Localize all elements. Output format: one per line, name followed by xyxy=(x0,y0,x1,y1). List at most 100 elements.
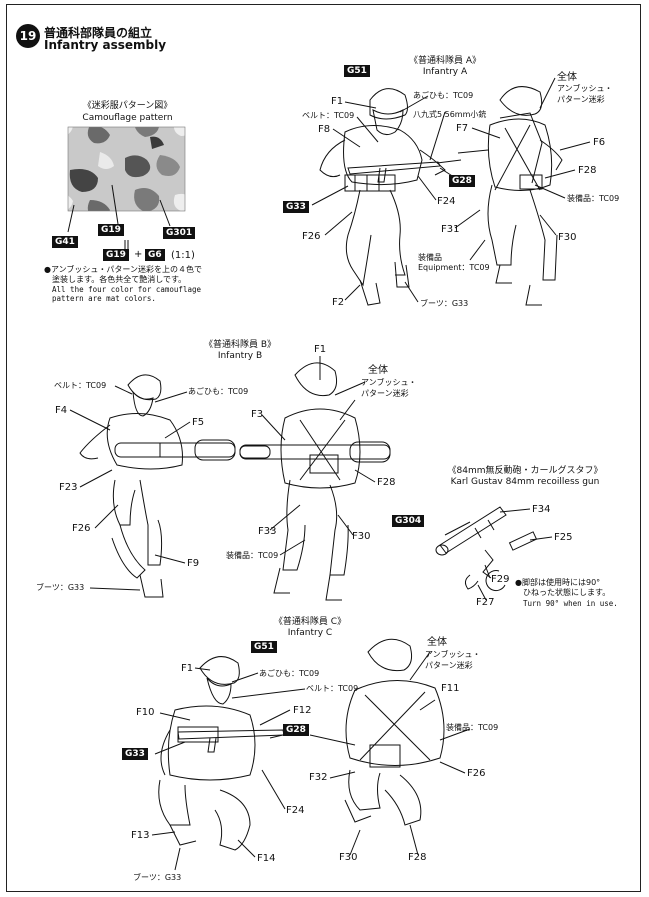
a-all: 全体 xyxy=(557,72,577,83)
infantry-b-title-jp: 《普通科隊員 B》 xyxy=(203,340,277,350)
a-f26: F26 xyxy=(302,231,321,242)
a-f7: F7 xyxy=(456,123,469,134)
b-f9: F9 xyxy=(187,558,200,569)
c-f28: F28 xyxy=(408,852,427,863)
a-rifle: 八九式5.56mm小銃 xyxy=(413,110,487,119)
infantry-b-back-drawing xyxy=(239,362,391,601)
step-title-en: Infantry assembly xyxy=(44,38,167,52)
b-equip: 装備品：TC09 xyxy=(226,551,279,560)
camo-note-en-2: pattern are mat colors. xyxy=(52,294,156,303)
mix-ratio: (1:1) xyxy=(171,250,195,261)
color-code-g41: G41 xyxy=(52,236,78,248)
a-code-g28: G28 xyxy=(449,175,475,187)
b-f26: F26 xyxy=(72,523,91,534)
infantry-c-front-drawing xyxy=(158,656,285,851)
infantry-c-back-drawing xyxy=(309,638,445,826)
camo-title-jp: 《迷彩服パターン図》 xyxy=(82,101,173,111)
b-ambush-1: アンブッシュ・ xyxy=(361,378,417,387)
camo-title-en: Camouflage pattern xyxy=(82,113,173,123)
gun-title-en: Karl Gustav 84mm recoilless gun xyxy=(450,477,600,487)
c-f11: F11 xyxy=(441,683,460,694)
a-f8: F8 xyxy=(318,124,331,135)
c-f32: F32 xyxy=(309,772,328,783)
a-code-g33: G33 xyxy=(283,201,309,213)
a-f28: F28 xyxy=(578,165,597,176)
b-belt: ベルト：TC09 xyxy=(54,381,107,390)
c-f14: F14 xyxy=(257,853,276,864)
infantry-a-title-en: Infantry A xyxy=(422,67,468,77)
c-f1: F1 xyxy=(181,663,194,674)
c-chin-strap: あごひも：TC09 xyxy=(259,669,320,678)
c-belt: ベルト：TC09 xyxy=(306,684,359,693)
b-f33: F33 xyxy=(258,526,277,537)
infantry-a-back-drawing xyxy=(457,86,563,306)
a-f31: F31 xyxy=(441,224,460,235)
infantry-c-title-jp: 《普通科隊員 C》 xyxy=(273,617,347,627)
b-all: 全体 xyxy=(368,365,388,376)
c-f24: F24 xyxy=(286,805,305,816)
c-equip: 装備品：TC09 xyxy=(446,723,499,732)
camo-note-en-1: All the four color for camouflage xyxy=(52,285,202,294)
a-f2: F2 xyxy=(332,297,345,308)
b-chin-strap: あごひも：TC09 xyxy=(188,387,249,396)
infantry-c-title-en: Infantry C xyxy=(287,628,333,638)
c-f30: F30 xyxy=(339,852,358,863)
a-code-g51: G51 xyxy=(344,65,370,77)
step-number-badge: 19 xyxy=(16,24,40,48)
c-boots: ブーツ：G33 xyxy=(133,873,182,882)
color-code-g19: G19 xyxy=(98,224,124,236)
mix-code-a: G19 xyxy=(103,249,129,261)
b-f23: F23 xyxy=(59,482,78,493)
page-frame xyxy=(6,4,641,892)
b-f4: F4 xyxy=(55,405,68,416)
c-code-g51: G51 xyxy=(251,641,277,653)
camouflage-swatch xyxy=(67,126,186,212)
b-f1: F1 xyxy=(314,344,327,355)
c-code-g33: G33 xyxy=(122,748,148,760)
c-f26: F26 xyxy=(467,768,486,779)
c-f10: F10 xyxy=(136,707,155,718)
infantry-b-front-drawing xyxy=(79,374,236,598)
a-equip2-en: Equipment：TC09 xyxy=(418,263,490,272)
a-f24: F24 xyxy=(437,196,456,207)
gun-f29: F29 xyxy=(491,574,510,585)
mix-code-b: G6 xyxy=(145,249,165,261)
gun-title-jp: 《84mm無反動砲・カールグスタフ》 xyxy=(447,466,603,476)
c-ambush-1: アンブッシュ・ xyxy=(425,650,481,659)
b-f30: F30 xyxy=(352,531,371,542)
gun-f25: F25 xyxy=(554,532,573,543)
b-ambush-2: パターン迷彩 xyxy=(361,389,409,398)
infantry-b-title-en: Infantry B xyxy=(217,351,263,361)
a-ambush-2: パターン迷彩 xyxy=(557,95,605,104)
a-equip2-jp: 装備品 xyxy=(418,253,442,262)
c-ambush-2: パターン迷彩 xyxy=(425,661,473,670)
a-f6: F6 xyxy=(593,137,606,148)
gun-code-g304: G304 xyxy=(392,515,425,527)
c-f13: F13 xyxy=(131,830,150,841)
b-f28: F28 xyxy=(377,477,396,488)
b-f3: F3 xyxy=(251,409,264,420)
a-ambush-1: アンブッシュ・ xyxy=(557,84,613,93)
color-code-g301: G301 xyxy=(163,227,196,239)
camo-note-jp-2: 塗装します。各色共全て艶消しです。 xyxy=(52,275,187,284)
a-equip: 装備品：TC09 xyxy=(567,194,620,203)
a-f30: F30 xyxy=(558,232,577,243)
mix-plus: + xyxy=(134,249,143,260)
gun-f34: F34 xyxy=(532,504,551,515)
gun-note-jp-2: ひねった状態にします。 xyxy=(523,588,611,597)
a-boots: ブーツ：G33 xyxy=(420,299,469,308)
gun-note-en: Turn 90° when in use. xyxy=(523,599,618,608)
c-code-g28: G28 xyxy=(283,724,309,736)
c-all: 全体 xyxy=(427,637,447,648)
step-number: 19 xyxy=(19,29,37,43)
a-f1: F1 xyxy=(331,96,344,107)
b-f5: F5 xyxy=(192,417,205,428)
karl-gustav-drawing xyxy=(435,506,538,592)
step-title-jp: 普通科部隊員の組立 xyxy=(44,26,153,40)
a-belt: ベルト：TC09 xyxy=(302,111,355,120)
gun-note-jp-1: ●脚部は使用時には90° xyxy=(515,578,601,587)
gun-f27: F27 xyxy=(476,597,495,608)
b-boots: ブーツ：G33 xyxy=(36,583,85,592)
infantry-a-title-jp: 《普通科隊員 A》 xyxy=(408,56,482,66)
